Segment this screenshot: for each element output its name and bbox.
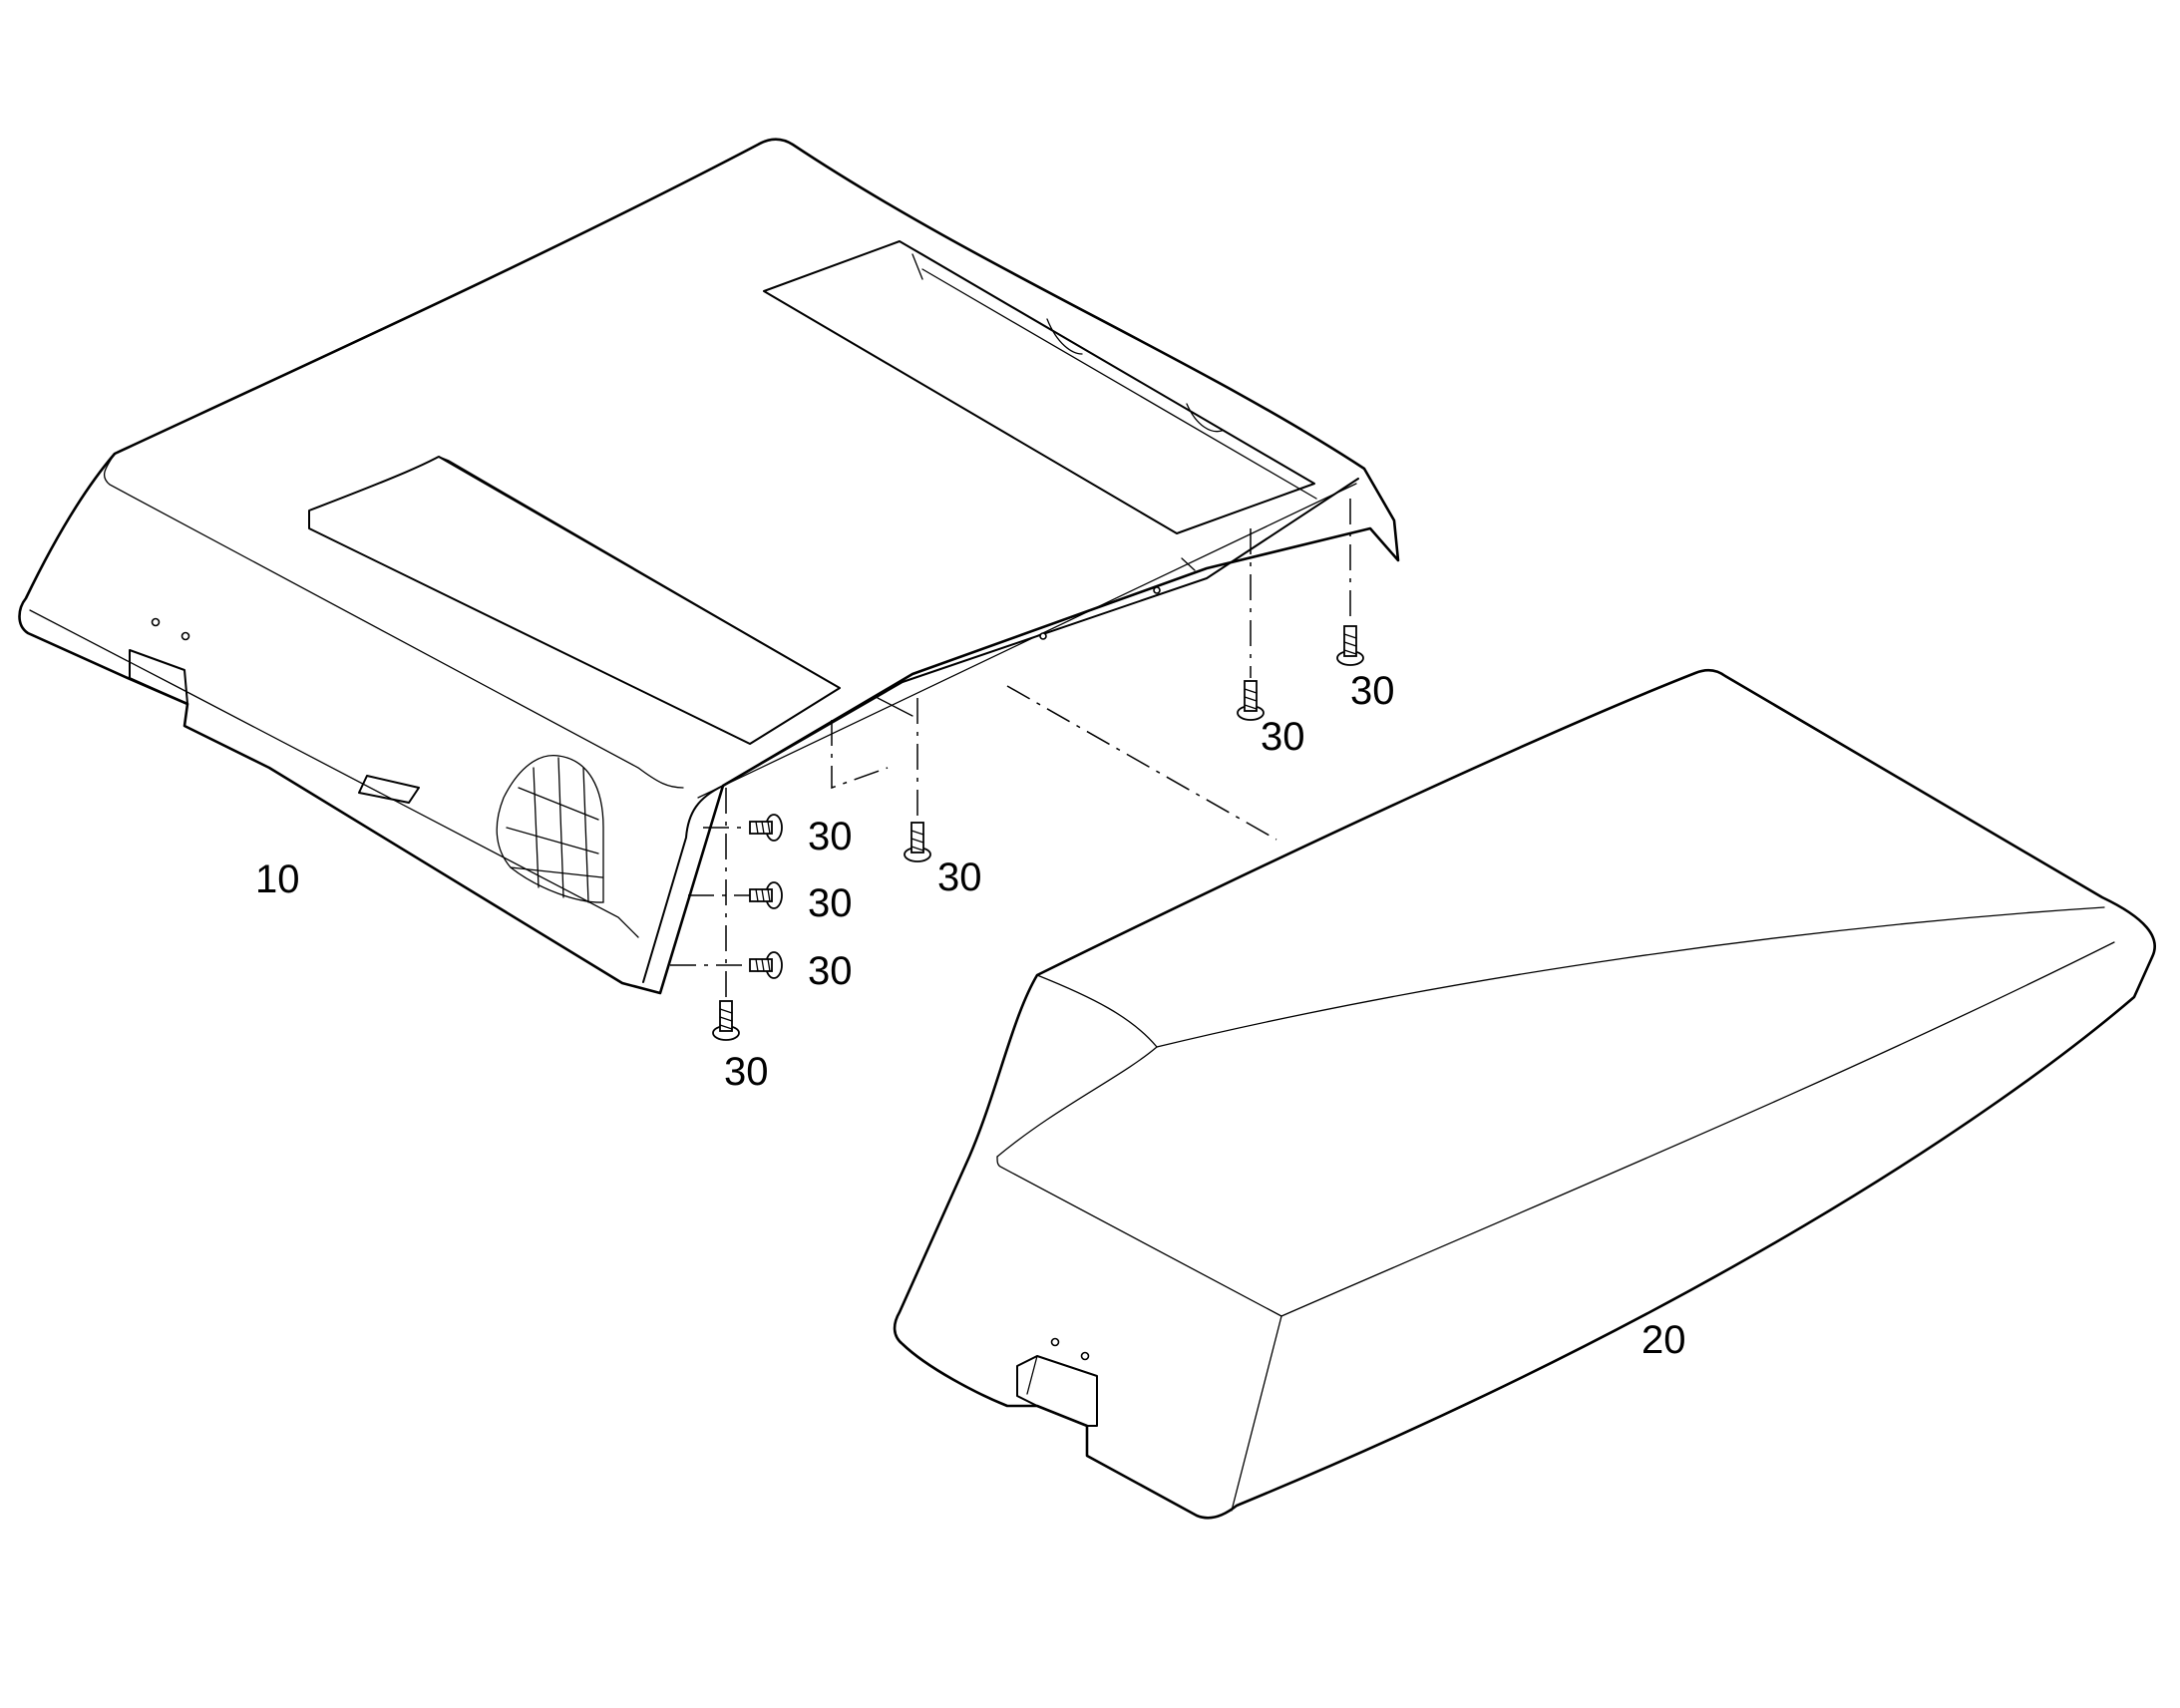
callout-screw-side-upper: 30 — [808, 815, 853, 858]
roof-panel-part-20 — [893, 668, 2156, 1520]
callout-part-10: 10 — [255, 857, 300, 901]
screw-front-bottom — [712, 1000, 740, 1041]
callout-screw-front-middle: 30 — [937, 855, 982, 899]
callout-screw-side-middle: 30 — [808, 881, 853, 925]
roof-panel-part-10 — [18, 138, 1400, 995]
screw-side-middle — [749, 881, 783, 909]
callout-screw-side-lower: 30 — [808, 949, 853, 993]
screw-side-lower — [749, 951, 783, 979]
callout-part-20: 20 — [1641, 1318, 1686, 1362]
callout-screw-rear-middle: 30 — [1261, 715, 1305, 759]
screw-side-upper — [749, 814, 783, 842]
alignment-lines — [670, 499, 1351, 997]
screw-front-middle — [904, 822, 931, 862]
screw-rear-middle — [1237, 680, 1265, 721]
callout-screw-front-bottom: 30 — [724, 1050, 769, 1094]
callout-screw-rear-right: 30 — [1350, 669, 1395, 713]
screw-rear-right — [1336, 625, 1364, 666]
callouts: 10 20 30 30 30 30 30 30 30 — [255, 669, 1686, 1362]
fasteners-part-30 — [712, 625, 1364, 1041]
